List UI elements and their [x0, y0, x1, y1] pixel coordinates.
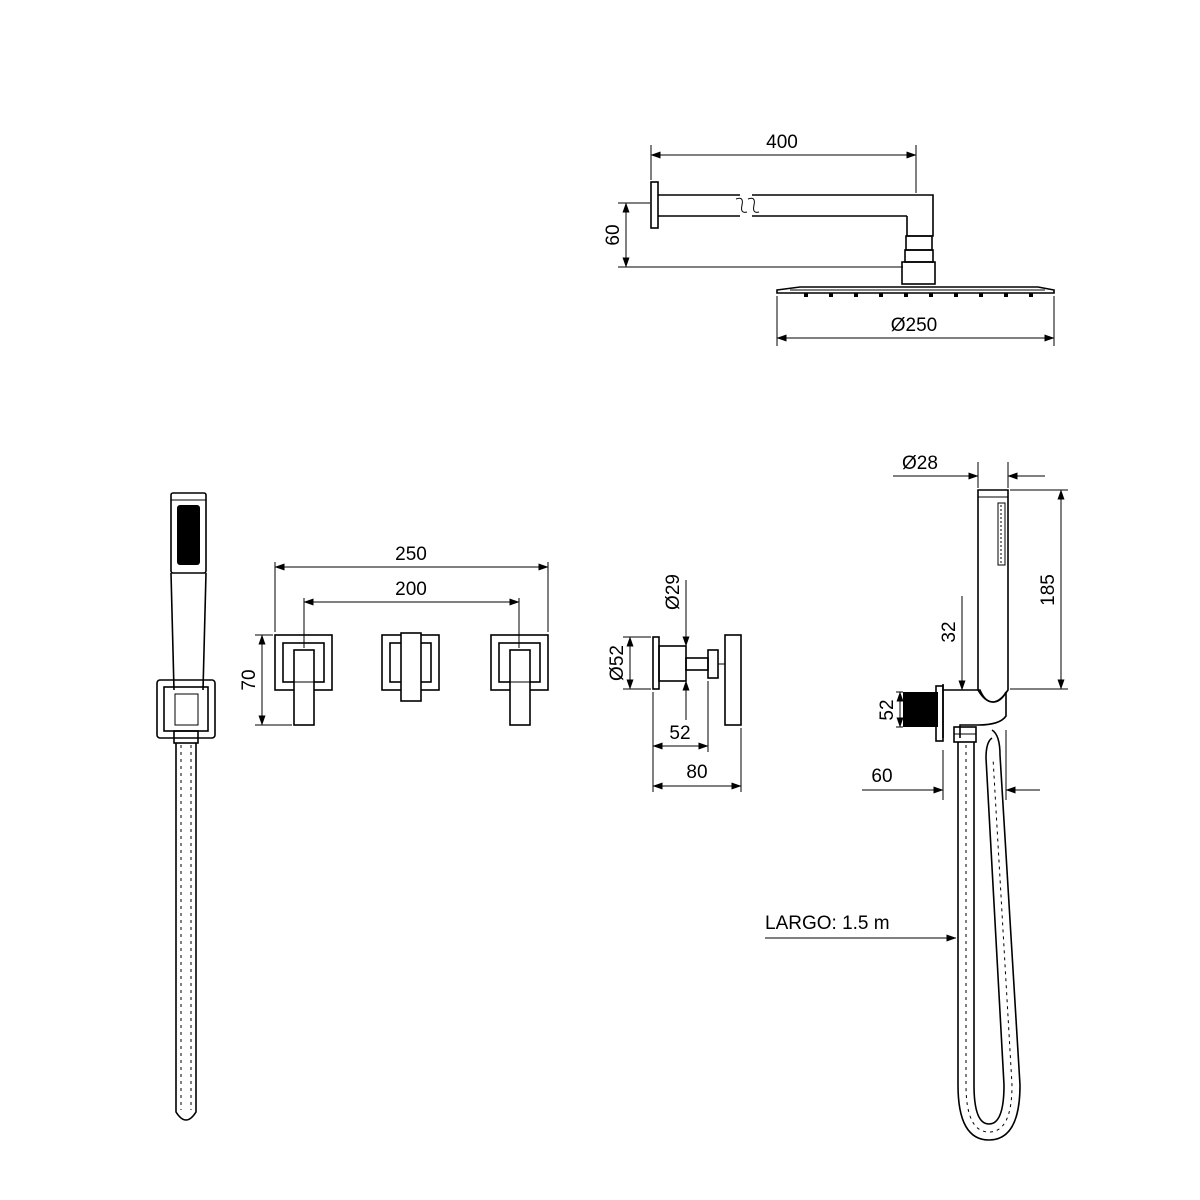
handle-diameter-label: Ø28 [902, 453, 938, 474]
elbow-size-label: 52 [877, 699, 898, 720]
nozzle-row [804, 293, 1033, 297]
hand-shower-left [156, 492, 216, 1121]
plate-diameter-label: Ø52 [607, 645, 628, 681]
valve-depth-label: 52 [669, 723, 690, 744]
arm-height-label: 60 [603, 224, 624, 245]
handle-spacing-label: 200 [395, 579, 427, 600]
arm-length-label: 400 [766, 132, 798, 153]
shower-head-assembly: 400 60 Ø250 [603, 132, 1055, 346]
projection-label: 60 [871, 766, 892, 787]
hand-shower-side-view: Ø28 185 32 52 60 LARGO: 1.5 m [765, 453, 1068, 1141]
offset-label: 32 [939, 621, 960, 642]
plate-height-label: 70 [239, 669, 260, 690]
total-width-label: 250 [395, 544, 427, 565]
valve-side-view: Ø29 Ø52 52 80 [607, 574, 742, 792]
stem-diameter-label: Ø29 [663, 574, 684, 610]
head-diameter-label: Ø250 [891, 315, 937, 336]
handle-length-label: 185 [1038, 574, 1059, 606]
hose-length-label: LARGO: 1.5 m [765, 913, 890, 934]
mixer-front-view: 250 200 70 [239, 544, 549, 726]
valve-total-depth-label: 80 [686, 762, 707, 783]
